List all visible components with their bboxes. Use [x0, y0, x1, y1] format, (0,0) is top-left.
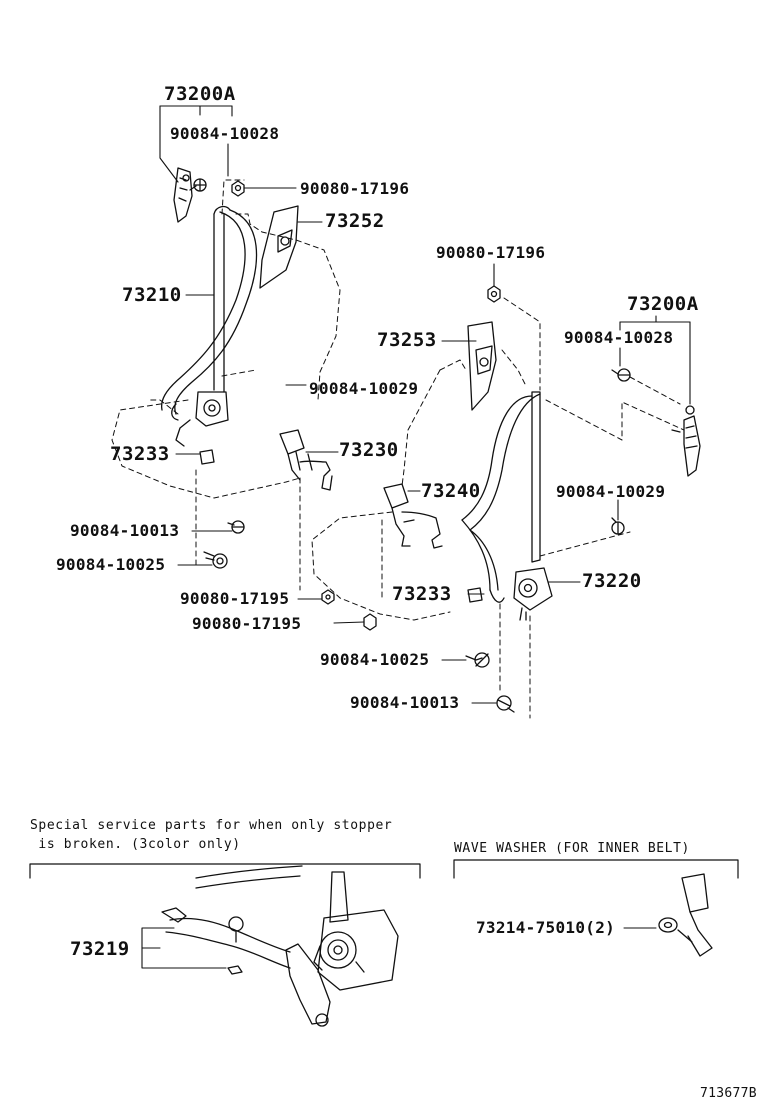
special-service-note-line1: Special service parts for when only stop…	[30, 818, 393, 833]
right-stopper	[467, 587, 483, 603]
bolt-right-top-icon	[611, 368, 631, 382]
label-bolt-right-top: 90084-10028	[564, 328, 674, 347]
right-leader-lines	[407, 263, 691, 704]
wave-washer-title: WAVE WASHER (FOR INNER BELT)	[454, 841, 690, 856]
label-stopper-kit: 73219	[70, 938, 130, 960]
left-leader-lines	[159, 105, 365, 624]
label-bolt-right-1: 90084-10025	[320, 650, 430, 669]
bolt-left-low-2-icon	[203, 551, 228, 569]
left-buckle	[279, 429, 333, 491]
bolt-left-top-icon	[189, 178, 207, 192]
label-assy-left: 73200A	[164, 83, 236, 105]
label-bolt-right-mid: 90084-10029	[556, 482, 666, 501]
label-nut-low-2: 90080-17195	[192, 614, 302, 633]
label-buckle-right: 73240	[421, 480, 481, 502]
right-belt-webbing	[461, 391, 541, 603]
label-stopper-left: 73233	[110, 443, 170, 465]
nut-low-2-icon	[363, 613, 377, 631]
left-seat-outline	[111, 179, 341, 591]
label-bolt-left-2: 90084-10025	[56, 555, 166, 574]
left-belt-webbing	[160, 205, 258, 415]
stopper-kit-illustration	[161, 865, 399, 1027]
nut-low-1-icon	[321, 589, 335, 605]
label-bolt-right-2: 90084-10013	[350, 693, 460, 712]
nut-left-top-icon	[231, 180, 245, 197]
right-pillar-cover	[467, 321, 497, 411]
label-bolt-left-1: 90084-10013	[70, 521, 180, 540]
wave-washer-bracket	[453, 859, 739, 879]
right-anchor-bracket	[671, 405, 701, 477]
label-assy-right: 73200A	[627, 293, 699, 315]
left-stopper	[199, 449, 215, 465]
label-bolt-left-top: 90084-10028	[170, 124, 280, 143]
right-retractor	[513, 567, 553, 621]
label-stopper-right: 73233	[392, 583, 452, 605]
label-cover-left: 73252	[325, 210, 385, 232]
stopper-kit-leader	[141, 927, 227, 969]
wave-washer-illustration	[658, 873, 713, 957]
label-nut-left-top: 90080-17196	[300, 179, 410, 198]
left-anchor-bracket	[173, 167, 193, 223]
left-pillar-cover	[259, 205, 299, 289]
bolt-right-low-2-icon	[496, 695, 515, 713]
left-retractor	[171, 391, 229, 447]
bolt-right-mid-icon	[611, 517, 625, 535]
bolt-left-low-1-icon	[227, 520, 245, 534]
right-seat-outline	[311, 297, 685, 719]
bolt-right-low-1-icon	[465, 652, 490, 668]
label-wave-washer-part: 73214-75010(2)	[476, 918, 616, 937]
label-buckle-left: 73230	[339, 439, 399, 461]
nut-right-top-icon	[487, 285, 501, 303]
right-buckle	[383, 483, 443, 549]
label-belt-left: 73210	[122, 284, 182, 306]
label-bolt-left-mid: 90084-10029	[309, 379, 419, 398]
special-parts-bracket	[29, 863, 421, 879]
label-nut-low-1: 90080-17195	[180, 589, 290, 608]
special-service-note-line2: is broken. (3color only)	[30, 837, 241, 852]
diagram-code: 713677B	[700, 1086, 757, 1101]
label-nut-right-top: 90080-17196	[436, 243, 546, 262]
label-retractor-right: 73220	[582, 570, 642, 592]
label-cover-right: 73253	[377, 329, 437, 351]
